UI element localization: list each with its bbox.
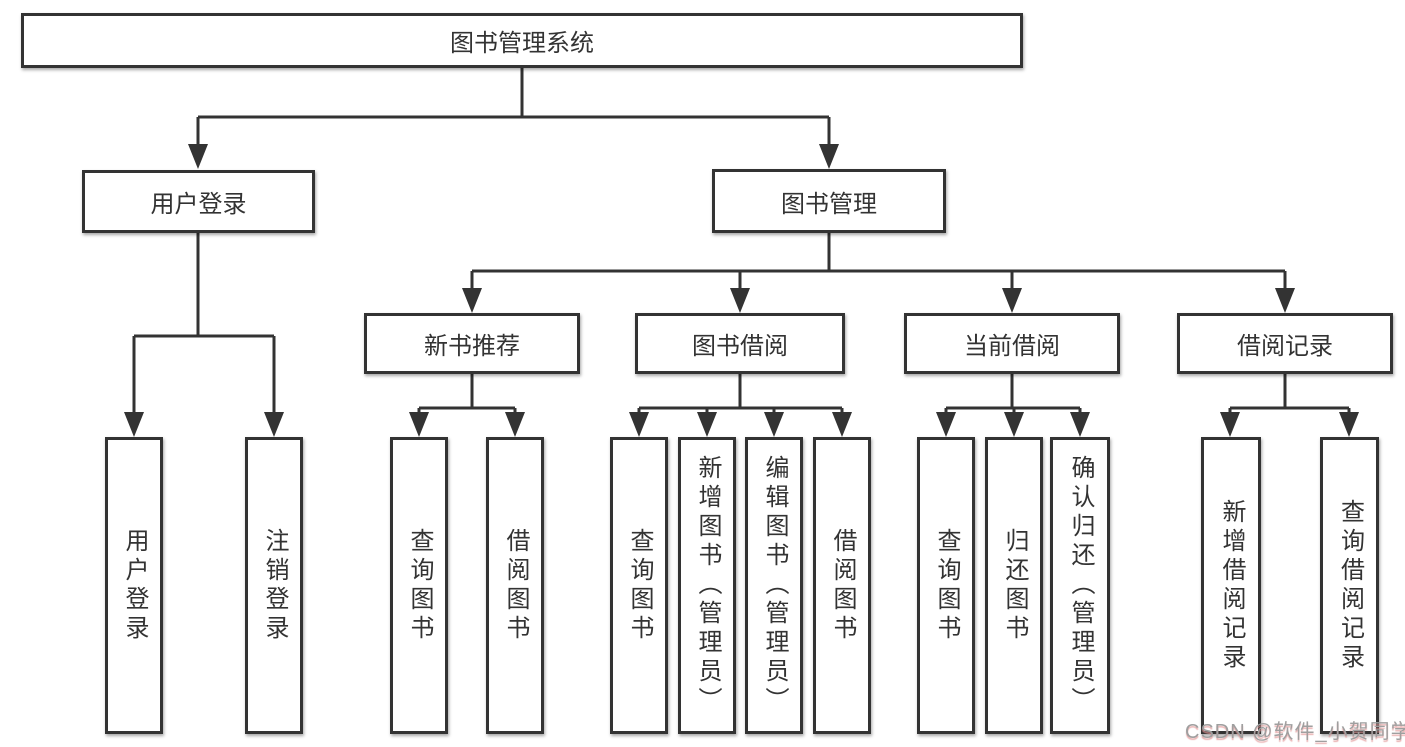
leaf-add-borrow-record: 新增借阅记录 [1201, 437, 1261, 734]
node-new-book-recommend: 新书推荐 [364, 313, 580, 374]
leaf-add-books-admin: 新增图书（管理员） [678, 437, 736, 734]
leaf-return-books: 归还图书 [985, 437, 1043, 734]
leaf-query-books-recommend: 查询图书 [390, 437, 448, 734]
node-library-system: 图书管理系统 [21, 13, 1023, 68]
leaf-query-books-current: 查询图书 [917, 437, 975, 734]
csdn-watermark: CSDN @软件_小贺同学 [1185, 721, 1405, 743]
leaf-borrow-books: 借阅图书 [813, 437, 871, 734]
leaf-logout: 注销登录 [245, 437, 303, 734]
leaf-query-borrow-record: 查询借阅记录 [1320, 437, 1379, 734]
leaf-user-login: 用户登录 [105, 437, 163, 734]
leaf-edit-books-admin: 编辑图书（管理员） [745, 437, 803, 734]
node-user-login: 用户登录 [82, 170, 315, 233]
node-current-borrowing: 当前借阅 [904, 313, 1120, 374]
node-book-management: 图书管理 [712, 169, 946, 233]
arrowheads [124, 144, 1359, 437]
leaf-query-books-borrowing: 查询图书 [610, 437, 668, 734]
node-book-borrowing: 图书借阅 [635, 313, 845, 374]
leaf-borrow-books-recommend: 借阅图书 [486, 437, 544, 734]
node-borrowing-records: 借阅记录 [1177, 313, 1393, 374]
leaf-confirm-return-admin: 确认归还（管理员） [1050, 437, 1110, 734]
